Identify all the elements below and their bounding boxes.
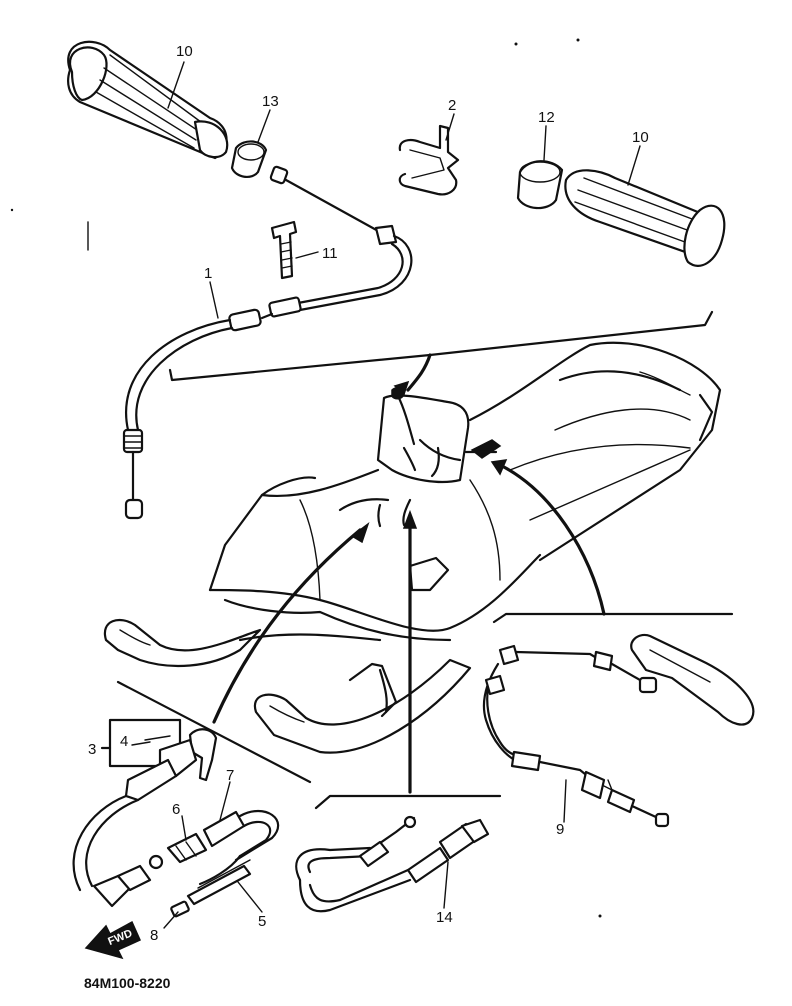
callout-10-left: 10 <box>176 43 193 60</box>
bolt-11 <box>270 220 298 280</box>
collar-13 <box>230 140 268 178</box>
callout-14: 14 <box>436 909 453 926</box>
scan-specks <box>10 38 602 918</box>
throttle-cable <box>122 224 413 520</box>
fwd-arrow-icon: FWD <box>84 920 141 960</box>
callout-1: 1 <box>204 265 212 282</box>
right-grip <box>564 169 726 267</box>
cable-end-top <box>269 165 382 234</box>
callout-10-right: 10 <box>632 129 649 146</box>
callout-11: 11 <box>322 245 338 262</box>
snowmobile-outline <box>103 310 722 754</box>
callout-8: 8 <box>150 927 158 944</box>
left-grip <box>67 40 229 160</box>
callout-13: 13 <box>262 93 279 110</box>
collar-12 <box>516 160 564 210</box>
choke-lever-group <box>72 680 312 918</box>
callout-12: 12 <box>538 109 555 126</box>
callout-6: 6 <box>172 801 180 818</box>
callout-3: 3 <box>88 741 96 758</box>
starter-knob-group <box>295 794 502 913</box>
callout-5: 5 <box>258 913 266 930</box>
callouts: 10 13 2 12 10 11 1 3 4 7 6 8 5 14 9 <box>88 43 649 944</box>
leader-lines <box>131 61 641 929</box>
part-code: 84M100-8220 <box>84 975 171 991</box>
callout-2: 2 <box>448 97 456 114</box>
clip-2 <box>398 124 460 196</box>
brake-group <box>482 612 755 828</box>
callout-4: 4 <box>120 733 128 750</box>
callout-9: 9 <box>556 821 564 838</box>
callout-7: 7 <box>226 767 234 784</box>
arrows <box>212 459 606 794</box>
